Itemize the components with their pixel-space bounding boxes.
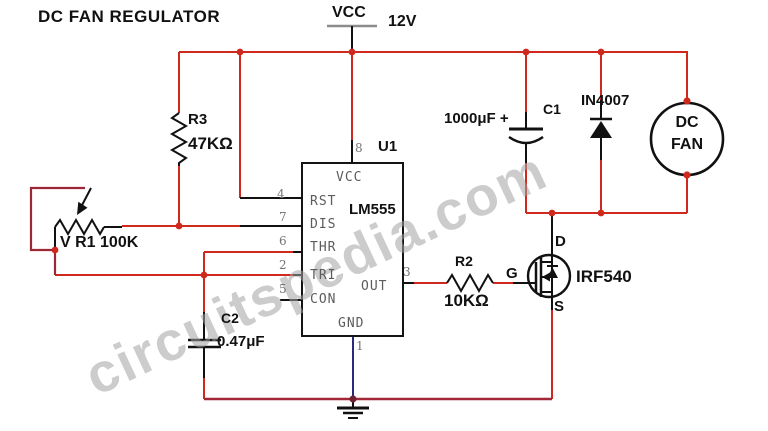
q1-gate-label: G xyxy=(506,265,518,282)
u1-pin-vcc: VCC xyxy=(336,170,363,185)
u1-pin-gnd: GND xyxy=(338,316,365,331)
r2-value: 10KΩ xyxy=(444,291,489,310)
vcc-symbol xyxy=(327,24,377,52)
u1-pinnum-6: 6 xyxy=(279,234,287,248)
body-diode-icon xyxy=(547,267,558,278)
page-title: DC FAN REGULATOR xyxy=(38,7,221,26)
u1-pin-dis: DIS xyxy=(310,217,337,232)
c1-ref: C1 xyxy=(543,101,561,117)
junction-dots xyxy=(51,48,691,403)
potentiometer-vr1 xyxy=(54,187,122,248)
u1-pin-con: CON xyxy=(310,292,337,307)
wiper-arrow-icon xyxy=(77,201,88,215)
c1-value: 1000μF + xyxy=(444,110,509,128)
fan-label: DC FAN xyxy=(651,112,723,156)
supply-voltage-label: 12V xyxy=(388,13,417,30)
d1-part: IN4007 xyxy=(581,92,630,109)
u1-pinnum-2: 2 xyxy=(279,258,287,272)
diode-d1 xyxy=(590,100,612,160)
resistor-r2 xyxy=(446,272,494,294)
mosfet-q1 xyxy=(513,213,572,310)
u1-pin-tri: TRI xyxy=(310,268,337,283)
u1-pin-out: OUT xyxy=(361,279,388,294)
c2-ref: C2 xyxy=(221,310,239,326)
u1-part: LM555 xyxy=(349,201,396,218)
q1-drain-label: D xyxy=(555,233,566,250)
vcc-net-label: VCC xyxy=(332,4,366,21)
u1-ref: U1 xyxy=(378,138,398,155)
ground-symbol xyxy=(337,399,369,419)
c2-value: 0.47μF xyxy=(217,333,265,350)
u1-pinnum-8: 8 xyxy=(355,141,363,155)
u1-pinnum-3: 3 xyxy=(403,265,411,279)
u1-pin-thr: THR xyxy=(310,240,337,255)
r3-ref: R3 xyxy=(188,111,208,128)
q1-part: IRF540 xyxy=(576,267,632,286)
r3-value: 47KΩ xyxy=(188,134,233,153)
vr1-label: V R1 100K xyxy=(60,234,139,251)
fan-line1: DC xyxy=(675,114,699,131)
c1-polarity-sign: + xyxy=(499,110,509,127)
wires-dark-red xyxy=(29,186,85,275)
fan-line2: FAN xyxy=(671,136,703,153)
capacitor-c2 xyxy=(188,312,221,378)
mosfet-arrow-icon xyxy=(542,272,550,282)
u1-pin-rst: RST xyxy=(310,194,337,209)
resistor-r3 xyxy=(169,112,189,166)
capacitor-c1 xyxy=(508,112,544,163)
c1-value-text: 1000μF xyxy=(444,110,496,127)
q1-source-label: S xyxy=(554,298,565,315)
r2-ref: R2 xyxy=(455,253,473,269)
u1-pinnum-5: 5 xyxy=(279,282,287,296)
u1-pinnum-4: 4 xyxy=(277,187,285,201)
u1-pinnum-1: 1 xyxy=(356,339,364,353)
pin-stub-wires xyxy=(240,140,414,301)
u1-pinnum-7: 7 xyxy=(279,210,287,224)
